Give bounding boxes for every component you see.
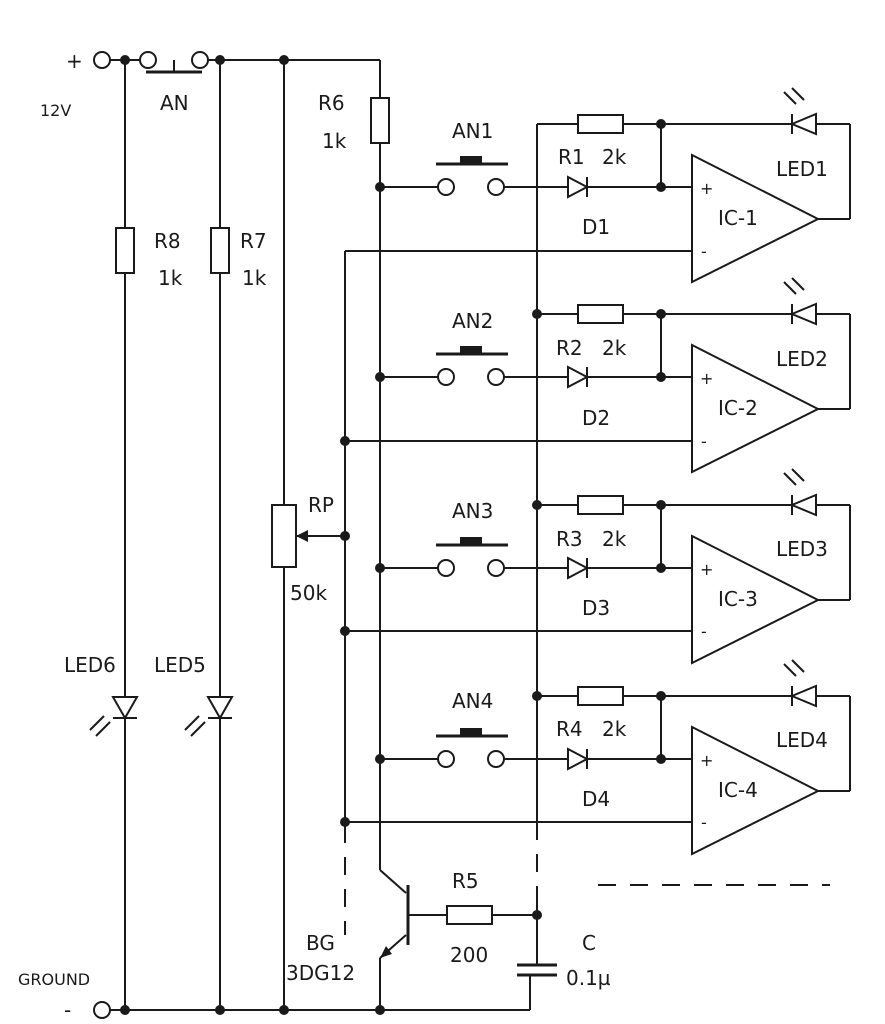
voltage-label: 12V: [40, 101, 71, 120]
main-switch-label: AN: [160, 91, 189, 115]
c-label: C: [582, 931, 596, 955]
r4-label: R4: [556, 717, 583, 741]
rp-value: 50k: [290, 581, 327, 605]
r5-value: 200: [450, 943, 488, 967]
ic3-plus: +: [700, 560, 713, 579]
led5-label: LED5: [154, 653, 206, 677]
r1-value: 2k: [602, 145, 627, 169]
r7-branch: [184, 60, 234, 1010]
ic3-label: IC-3: [718, 587, 758, 611]
ic2-minus: -: [701, 432, 707, 451]
d3-label: D3: [582, 596, 610, 620]
r6-label: R6: [318, 91, 345, 115]
led2-label: LED2: [776, 347, 828, 371]
ic1-plus: +: [700, 179, 713, 198]
an2-label: AN2: [452, 309, 493, 333]
r8-value: 1k: [158, 266, 183, 290]
r6-value: 1k: [322, 129, 347, 153]
rp-branch: [271, 60, 345, 1010]
minus-terminal-label: -: [64, 998, 71, 1022]
junction-dots: [120, 55, 385, 1015]
r8-label: R8: [154, 229, 181, 253]
r6-resistor: [370, 97, 390, 144]
an4-label: AN4: [452, 689, 493, 713]
ic1-minus: -: [701, 242, 707, 261]
led6-label: LED6: [64, 653, 116, 677]
channel-3: [340, 468, 851, 665]
ic4-label: IC-4: [718, 778, 758, 802]
r2-value: 2k: [602, 336, 627, 360]
ic4-plus: +: [700, 751, 713, 770]
bg-label: BG: [306, 931, 335, 955]
bottom-rail: [93, 975, 531, 1019]
rp-label: RP: [308, 493, 334, 517]
r3-label: R3: [556, 527, 583, 551]
d4-label: D4: [582, 787, 610, 811]
c-value: 0.1µ: [566, 966, 611, 990]
ic4-minus: -: [701, 813, 707, 832]
ic3-minus: -: [701, 622, 707, 641]
r4-value: 2k: [602, 717, 627, 741]
ic2-label: IC-2: [718, 396, 758, 420]
plus-terminal-label: +: [66, 49, 83, 73]
r7-label: R7: [240, 229, 267, 253]
led3-label: LED3: [776, 537, 828, 561]
ground-label: GROUND: [18, 970, 90, 989]
channel-1: [345, 87, 851, 284]
led1-label: LED1: [776, 157, 828, 181]
r1-label: R1: [558, 145, 585, 169]
an1-label: AN1: [452, 119, 493, 143]
an3-label: AN3: [452, 499, 493, 523]
r2-label: R2: [556, 336, 583, 360]
channel-2: [340, 277, 851, 474]
r7-value: 1k: [242, 266, 267, 290]
led4-label: LED4: [776, 728, 828, 752]
ic2-plus: +: [700, 369, 713, 388]
transistor-bg: [379, 869, 447, 1010]
main-push-switch: [146, 60, 202, 74]
r8-branch: [89, 60, 139, 1010]
bg-model: 3DG12: [286, 961, 355, 985]
r5-resistor: [446, 905, 493, 925]
d2-label: D2: [582, 406, 610, 430]
d1-label: D1: [582, 215, 610, 239]
r5-label: R5: [452, 869, 479, 893]
capacitor-c: [517, 963, 557, 977]
channel-4: [340, 659, 851, 856]
top-rail: [93, 51, 381, 98]
ic1-label: IC-1: [718, 206, 758, 230]
r3-value: 2k: [602, 527, 627, 551]
